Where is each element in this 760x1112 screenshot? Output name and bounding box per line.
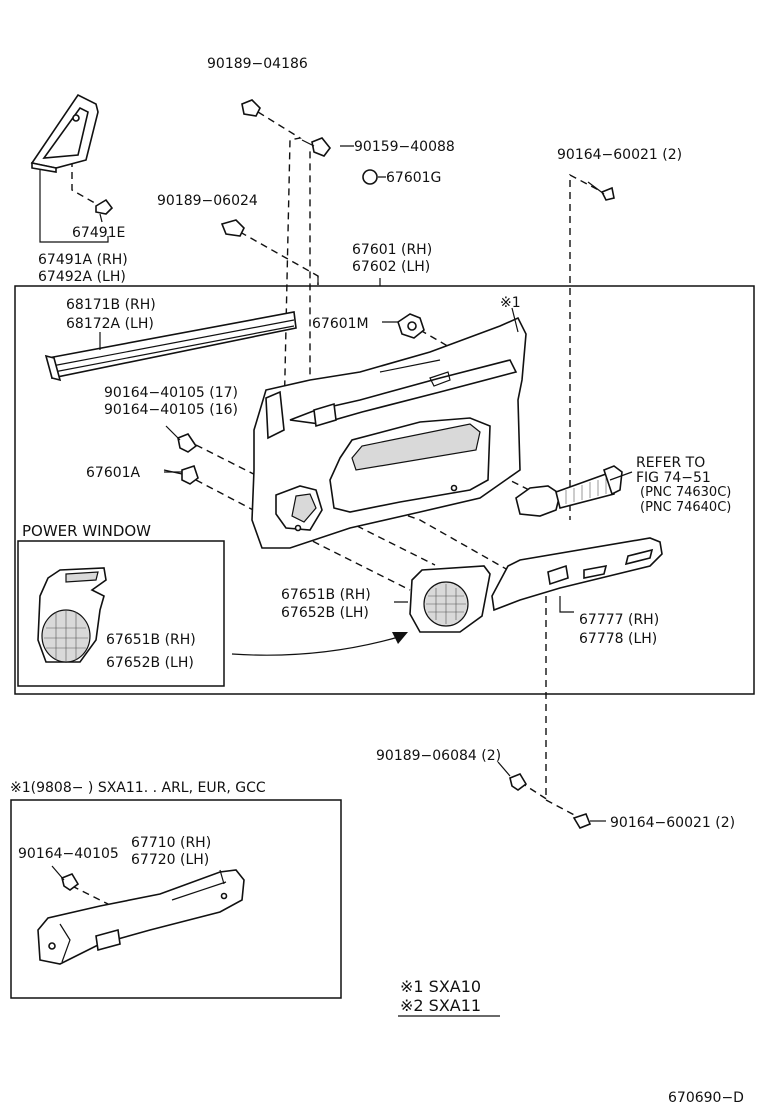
label-90189-04186: 90189−04186 — [207, 56, 308, 72]
dash-screw-right — [569, 173, 609, 520]
screw-90189-06084 — [509, 773, 528, 791]
label-pnc1: (PNC 74630C) — [640, 485, 731, 500]
clip-67491E — [95, 198, 114, 223]
label-67710: 67710 (RH) — [131, 835, 211, 851]
label-67720: 67720 (LH) — [131, 852, 209, 868]
screw-90159-40088 — [301, 137, 332, 157]
label-fig: FIG 74−51 — [636, 470, 711, 486]
label-90164-40105-17: 90164−40105 (17) — [104, 385, 238, 401]
legend-sxa10: ※1 SXA10 — [400, 977, 481, 996]
inset-title: ※1(9808− ) SXA11. . ARL, EUR, GCC — [10, 780, 266, 796]
leaders — [99, 145, 633, 885]
grommet-67601G — [362, 169, 378, 185]
label-refer-to: REFER TO — [636, 455, 705, 471]
label-90164-40105-inset: 90164−40105 — [18, 846, 119, 862]
dash-clip-top — [257, 111, 302, 421]
label-67492A: 67492A (LH) — [38, 269, 126, 285]
door-trim-panel — [251, 316, 527, 549]
label-90189-06084: 90189−06084 (2) — [376, 748, 501, 764]
label-67778: 67778 (LH) — [579, 631, 657, 647]
label-67651B-pw: 67651B (RH) — [106, 632, 196, 648]
label-90164-60021-top: 90164−60021 (2) — [557, 147, 682, 163]
screw-90164-40105 — [165, 425, 198, 453]
label-90164-40105-16: 90164−40105 (16) — [104, 402, 238, 418]
label-67651B: 67651B (RH) — [281, 587, 371, 603]
power-window-frame — [17, 540, 225, 687]
label-67777: 67777 (RH) — [579, 612, 659, 628]
screw-inset — [51, 865, 80, 891]
label-67602: 67602 (LH) — [352, 259, 430, 275]
clip-67601M — [397, 313, 425, 339]
assembly-arrow — [231, 635, 403, 656]
speaker-cover-main — [409, 565, 491, 633]
main-frame — [14, 285, 755, 695]
clip-90189-04186 — [241, 99, 261, 117]
assembly-arrow-head — [392, 632, 408, 644]
leader-90189-06084 — [497, 761, 511, 777]
armrest-base — [491, 537, 663, 612]
inset-trim-67710 — [37, 869, 245, 965]
screw-90164-60021-bottom — [572, 813, 606, 829]
label-pnc2: (PNC 74640C) — [640, 500, 731, 515]
label-power-window: POWER WINDOW — [22, 522, 151, 540]
dash-inset-screw — [71, 885, 111, 906]
label-67601G: 67601G — [386, 170, 441, 186]
label-90164-60021-bottom: 90164−60021 (2) — [610, 815, 735, 831]
label-67491E: 67491E — [72, 225, 125, 241]
dash-mirror — [71, 160, 101, 207]
weatherstrip-68171B — [44, 311, 297, 382]
dash-clip-A — [195, 479, 411, 591]
inset-frame — [10, 799, 342, 999]
label-67601M: 67601M — [312, 316, 369, 332]
label-67652B: 67652B (LH) — [281, 605, 369, 621]
screw-90164-60021-top — [587, 181, 615, 201]
legend-sxa11: ※2 SXA11 — [400, 996, 481, 1015]
footer-code: 670690−D — [668, 1090, 744, 1106]
clip-90189-06024 — [220, 219, 245, 237]
label-90159-40088: 90159−40088 — [354, 139, 455, 155]
dash-screw-top — [309, 147, 323, 378]
armrest-handle — [515, 465, 623, 517]
label-68171B: 68171B (RH) — [66, 297, 156, 313]
dash-lower-right — [545, 596, 581, 819]
mirror-cover-part — [30, 93, 99, 173]
clip-67601A — [163, 464, 199, 485]
dash-clip-mid — [239, 231, 319, 285]
label-67601A: 67601A — [86, 465, 141, 481]
label-star1: ※1 — [500, 295, 521, 311]
label-67491A: 67491A (RH) — [38, 252, 128, 268]
dash-screw-17 — [195, 444, 436, 566]
label-67652B-pw: 67652B (LH) — [106, 655, 194, 671]
label-68172A: 68172A (LH) — [66, 316, 154, 332]
label-67601: 67601 (RH) — [352, 242, 432, 258]
bracket-67491 — [39, 170, 109, 243]
label-90189-06024: 90189−06024 — [157, 193, 258, 209]
speaker-cover-power-window — [37, 567, 107, 663]
